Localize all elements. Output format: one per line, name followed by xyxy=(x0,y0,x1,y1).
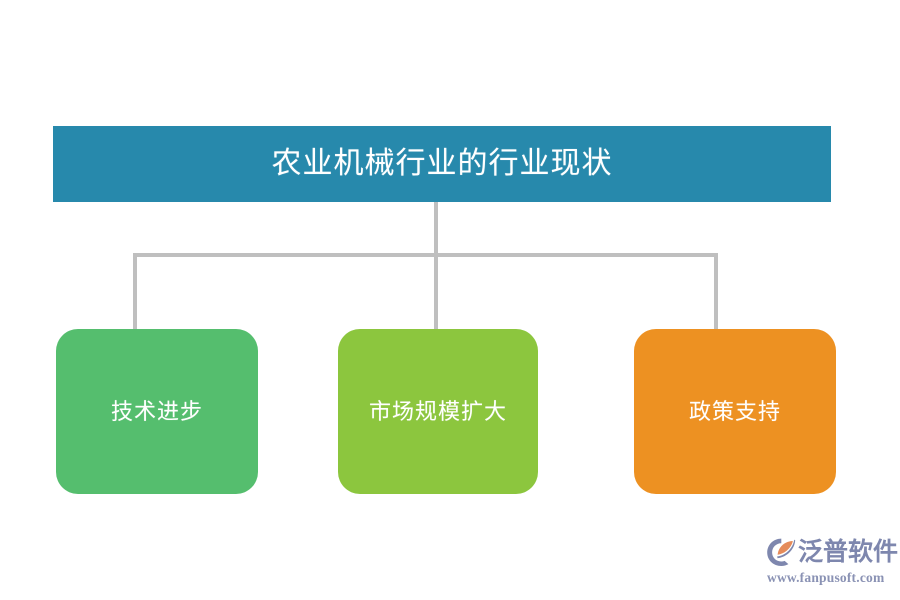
logo-row: 泛普软件 xyxy=(766,536,898,568)
connector-drop-left xyxy=(133,255,137,331)
logo-website-url: www.fanpusoft.com xyxy=(767,570,885,585)
child-node-1-label: 技术进步 xyxy=(110,398,203,424)
child-node-3[interactable]: 政策支持 xyxy=(634,329,836,494)
child-node-1[interactable]: 技术进步 xyxy=(56,329,258,494)
watermark-logo: 泛普软件 www.fanpusoft.com xyxy=(766,536,898,588)
logo-company-name: 泛普软件 xyxy=(798,537,899,566)
fanpu-leaf-icon xyxy=(766,537,796,567)
connector-horizontal-bus xyxy=(133,253,718,257)
connector-drop-right xyxy=(714,255,718,331)
child-node-2-label: 市场规模扩大 xyxy=(368,398,507,424)
child-node-2[interactable]: 市场规模扩大 xyxy=(338,329,538,494)
connector-drop-middle xyxy=(434,255,438,331)
child-node-3-label: 政策支持 xyxy=(688,398,781,424)
root-node-label: 农业机械行业的行业现状 xyxy=(271,147,613,180)
root-node-banner: 农业机械行业的行业现状 xyxy=(53,126,831,202)
connector-trunk-vertical xyxy=(434,202,438,257)
